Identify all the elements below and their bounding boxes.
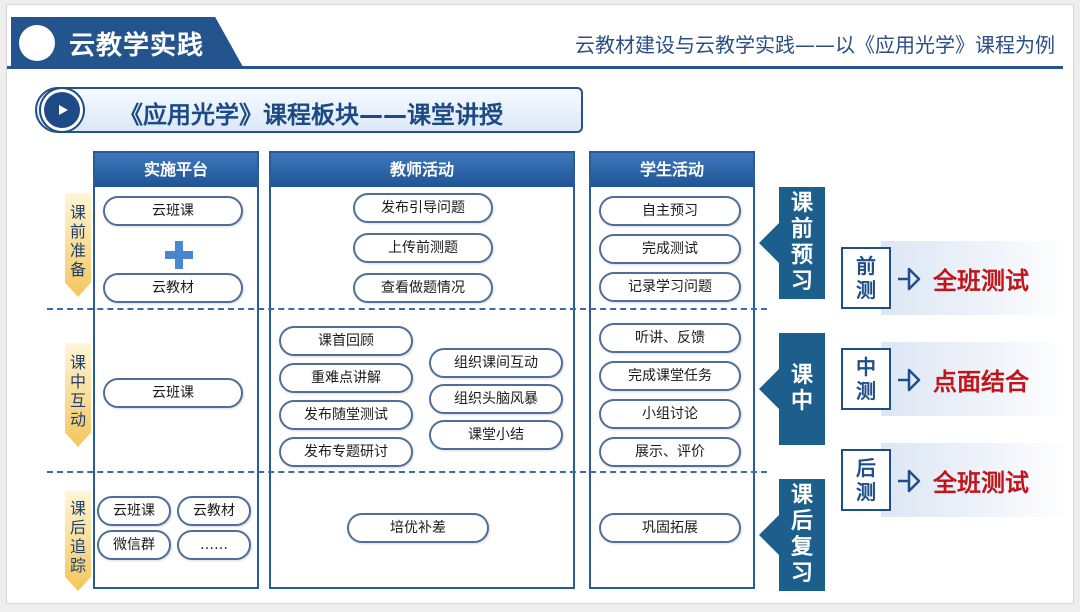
row-label-char: 前 [69,222,86,241]
row-label-char: 备 [69,260,86,279]
header-title: 云教学实践 [69,31,205,61]
header-circle-icon [19,25,55,61]
student-column-title: 学生活动 [591,153,753,187]
result-pre-label: 前 测 [841,247,891,309]
plus-icon [165,241,193,269]
stage-post-box: 课 后 复 习 [779,479,825,591]
result-pre: 前 测 全班测试 [841,241,1067,315]
teacher-mid-item: 发布专题研讨 [279,437,413,467]
teacher-mid-item: 课首回顾 [279,326,413,356]
stage-char: 中 [790,389,813,414]
student-mid-item: 完成课堂任务 [599,361,741,391]
right-arrow-icon [898,469,921,493]
teacher-column-title: 教师活动 [271,153,573,187]
student-mid-item: 小组讨论 [599,399,741,429]
stage-char: 习 [790,561,813,586]
separator-pre-mid [47,308,767,310]
platform-mid-item: 云班课 [103,378,243,408]
result-mid-label: 中 测 [841,348,891,410]
row-label-char: 动 [69,410,86,429]
student-post-item: 巩固拓展 [599,513,741,543]
student-pre-item: 记录学习问题 [599,272,741,302]
header-subtitle: 云教材建设与云教学实践——以《应用光学》课程为例 [575,33,1055,57]
platform-post-item: …… [177,530,251,560]
separator-mid-post [47,471,767,473]
teacher-mid-item: 组织头脑风暴 [429,384,563,414]
platform-post-item: 微信群 [97,530,171,560]
section-banner [35,87,583,133]
stage-char: 课 [790,191,813,216]
row-label-char: 课 [69,203,86,222]
teacher-pre-item: 发布引导问题 [353,193,493,223]
row-label-post: 课 后 追 踪 [65,491,91,591]
student-mid-item: 展示、评价 [599,437,741,467]
row-label-char: 后 [69,518,86,537]
platform-pre-item: 云教材 [103,273,243,303]
row-label-char: 课 [69,499,86,518]
row-label-mid: 课 中 互 动 [65,343,91,447]
teacher-pre-item: 上传前测题 [353,233,493,263]
slide: 云教学实践 云教材建设与云教学实践——以《应用光学》课程为例 《应用光学》课程板… [6,4,1074,604]
stage-char: 复 [790,535,813,560]
stage-pre-box: 课 前 预 习 [779,187,825,299]
row-label-pre: 课 前 准 备 [65,193,91,297]
platform-post-item: 云教材 [177,496,251,526]
result-mid-text: 点面结合 [933,368,1029,396]
stage-char: 后 [790,509,813,534]
result-mid: 中 测 点面结合 [841,342,1067,416]
student-mid-item: 听讲、反馈 [599,323,741,353]
row-label-char: 追 [69,537,86,556]
stage-char: 课 [790,483,813,508]
teacher-mid-item: 重难点讲解 [279,363,413,393]
teacher-mid-item: 组织课间互动 [429,348,563,378]
result-post: 后 测 全班测试 [841,443,1067,517]
stage-char: 前 [790,217,813,242]
teacher-pre-item: 查看做题情况 [353,273,493,303]
left-arrow-icon [759,367,781,411]
result-pre-text: 全班测试 [933,267,1029,295]
row-label-char: 互 [69,391,86,410]
row-label-char: 准 [69,241,86,260]
student-pre-item: 自主预习 [599,196,741,226]
teacher-post-item: 培优补差 [347,513,489,543]
stage-char: 习 [790,269,813,294]
right-arrow-icon [898,368,921,392]
left-arrow-icon [759,513,781,557]
platform-pre-item: 云班课 [103,196,243,226]
stage-char: 预 [790,243,813,268]
stage-post: 课 后 复 习 [759,479,829,591]
stage-mid-box: 课 中 [779,333,825,445]
row-label-char: 中 [69,372,86,391]
teacher-mid-item: 发布随堂测试 [279,400,413,430]
platform-column-title: 实施平台 [95,153,257,187]
result-post-text: 全班测试 [933,469,1029,497]
row-label-char: 踪 [69,556,86,575]
stage-pre: 课 前 预 习 [759,187,829,299]
row-label-char: 课 [69,353,86,372]
platform-post-item: 云班课 [97,496,171,526]
left-arrow-icon [759,221,781,265]
section-title: 《应用光学》课程板块——课堂讲授 [119,101,503,129]
teacher-mid-item: 课堂小结 [429,420,563,450]
play-icon [41,89,83,131]
right-arrow-icon [898,267,921,291]
stage-char: 课 [790,363,813,388]
student-pre-item: 完成测试 [599,234,741,264]
stage-mid: 课 中 [759,333,829,445]
header-divider [7,66,1063,69]
result-post-label: 后 测 [841,449,891,511]
